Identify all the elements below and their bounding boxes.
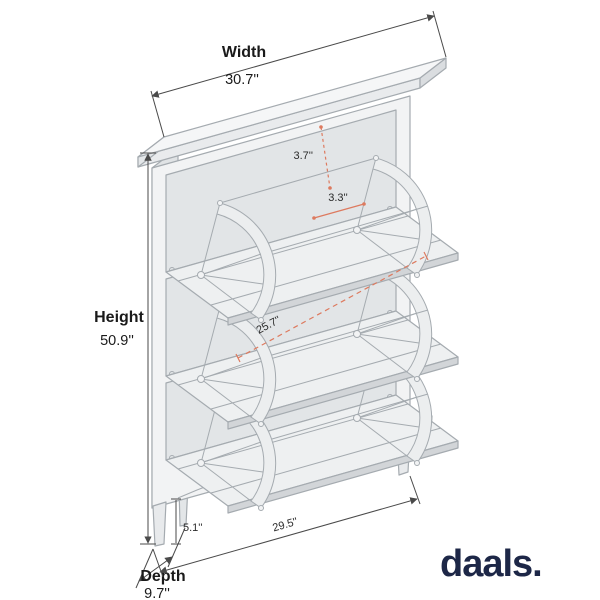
slot-gap-dot <box>312 216 316 220</box>
drawer-middle-panel-lines <box>177 319 442 410</box>
width-extension-right <box>432 10 447 58</box>
top-gap-line <box>320 126 331 189</box>
leg-height-value: 5.1'' <box>183 522 203 534</box>
dimension-top-gap: 3.7'' <box>294 125 332 190</box>
front-left-leg <box>152 501 167 547</box>
base-extension-right <box>409 475 421 505</box>
drawer-top-panel-edge <box>227 252 459 326</box>
dimension-width: Width 30.7'' <box>150 10 447 138</box>
drawer-middle <box>165 259 459 430</box>
slot-gap-value: 3.3'' <box>328 192 348 204</box>
width-value: 30.7'' <box>225 72 259 88</box>
width-extension-left <box>150 90 165 138</box>
drawer-top <box>165 155 459 326</box>
rack-pivots <box>197 155 420 323</box>
slot-gap-dot <box>362 202 366 206</box>
dimension-slot-gap: 3.3'' <box>312 192 366 220</box>
base-dimension-line <box>159 497 418 574</box>
internal-tick-right <box>423 251 429 261</box>
drawer-top-panel-lines <box>177 215 442 306</box>
brand-logo: daals. <box>440 543 542 585</box>
dimension-height: Height 50.9'' <box>94 152 156 545</box>
drawer-bottom-panel-lines <box>177 403 442 494</box>
slot-gap-line <box>313 203 365 219</box>
height-value: 50.9'' <box>100 333 134 349</box>
drawer-middle-panel-edge <box>227 356 459 430</box>
internal-tick-left <box>235 353 241 363</box>
top-gap-dot <box>328 186 332 190</box>
width-label: Width <box>222 44 266 61</box>
top-gap-dot <box>319 125 323 129</box>
height-label: Height <box>94 309 144 326</box>
drawer-top-rack <box>197 155 433 323</box>
depth-value: 9.7'' <box>144 586 170 600</box>
top-gap-value: 3.7'' <box>294 150 314 162</box>
rack-rails <box>219 157 429 252</box>
width-dimension-line <box>151 14 435 98</box>
